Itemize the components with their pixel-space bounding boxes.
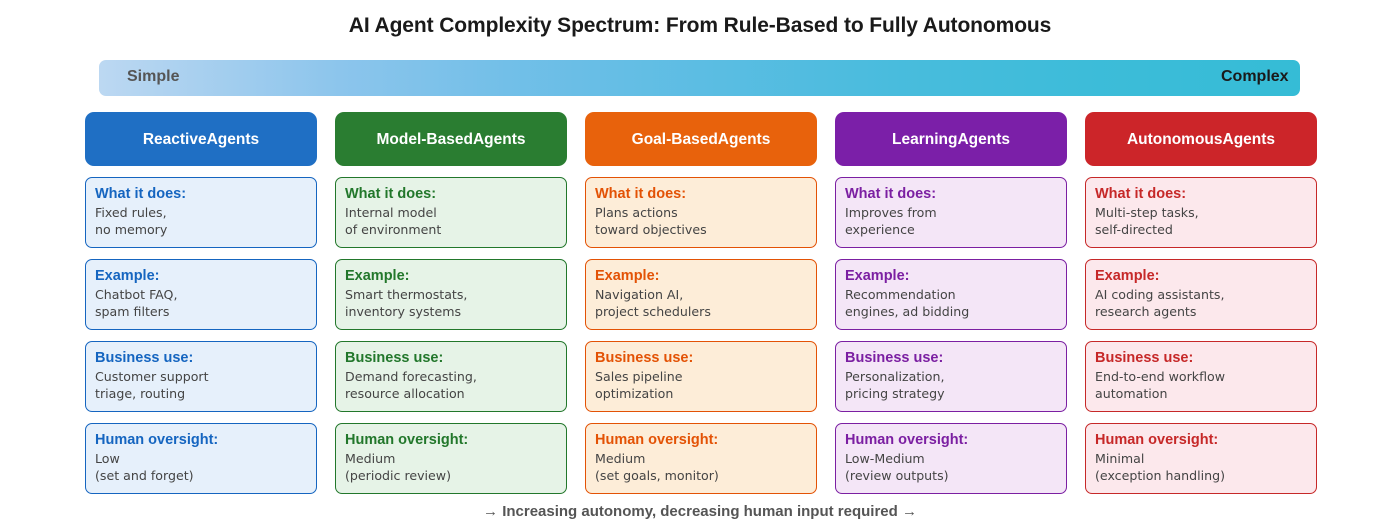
info-cell-label: Human oversight: [95,432,219,448]
info-cell-label: Business use: [595,350,694,366]
column-header-line1: Autonomous [1126,130,1223,148]
info-cell-body: Plans actions toward objectives [595,205,707,237]
info-cell-body: Medium (set goals, monitor) [595,451,719,483]
info-cell-label: What it does: [345,186,437,202]
footer-caption: → Increasing autonomy, decreasing human … [0,503,1400,520]
info-cell-label: Business use: [345,350,444,366]
info-cell: Human oversight: Low (set and forget) [85,423,317,494]
info-cell-label: Business use: [95,350,194,366]
info-cell-label: Business use: [1095,350,1194,366]
info-cell: Human oversight: Low-Medium (review outpu… [835,423,1067,494]
info-cell-body: Minimal (exception handling) [1095,451,1226,483]
info-cell-body: Improves from experience [845,205,937,237]
info-cell: What it does: Plans actions toward object… [585,177,817,248]
info-cell: Business use: Sales pipeline optimization [585,341,817,412]
info-cell-label: Example: [845,268,910,284]
info-cell-label: Human oversight: [345,432,469,448]
info-cell-label: Example: [345,268,410,284]
info-cell: Business use: End-to-end workflow automat… [1085,341,1317,412]
info-cell-label: What it does: [595,186,687,202]
info-cell-body: Fixed rules, no memory [95,205,168,237]
info-cell-body: Smart thermostats, inventory systems [345,287,468,319]
info-cell-body: Navigation AI, project schedulers [595,287,711,319]
info-cell: Example: Smart thermostats, inventory sys… [335,259,567,330]
info-cell-body: Demand forecasting, resource allocation [345,369,477,401]
info-cell-label: Example: [1095,268,1160,284]
info-cell-body: Personalization, pricing strategy [845,369,945,401]
info-cell-label: Business use: [845,350,944,366]
info-cell: Example: Navigation AI, project scheduler… [585,259,817,330]
info-cell-body: Internal model of environment [345,205,442,237]
info-cell: Example: Chatbot FAQ, spam filters [85,259,317,330]
column-header-line1: Reactive [142,130,207,148]
info-cell: Business use: Customer support triage, ro… [85,341,317,412]
info-cell: Human oversight: Medium (set goals, monit… [585,423,817,494]
info-cell-label: What it does: [95,186,187,202]
info-cell: Human oversight: Medium (periodic review) [335,423,567,494]
info-cell: Example: Recommendation engines, ad biddi… [835,259,1067,330]
info-cell: What it does: Internal model of environme… [335,177,567,248]
column-header-line1: Learning [892,130,958,148]
page-title: AI Agent Complexity Spectrum: From Rule-… [348,14,1052,37]
info-cell-label: Human oversight: [845,432,969,448]
info-cell: Human oversight: Minimal (exception handl… [1085,423,1317,494]
column-header-line2: Agents [1222,130,1276,148]
spectrum-label-complex: Complex [1221,68,1289,85]
info-cell-body: Sales pipeline optimization [595,369,683,401]
info-cell: Business use: Personalization, pricing st… [835,341,1067,412]
info-cell-label: Example: [95,268,160,284]
info-cell-body: Multi-step tasks, self-directed [1095,205,1199,237]
info-cell: Business use: Demand forecasting, resourc… [335,341,567,412]
info-cell-label: Example: [595,268,660,284]
info-cell-label: What it does: [845,186,937,202]
info-cell-label: Human oversight: [595,432,719,448]
column-header-line2: Agents [206,130,260,148]
info-cell: What it does: Multi-step tasks, self-dire… [1085,177,1317,248]
complexity-spectrum-bar: Simple Complex [99,60,1300,96]
spectrum-label-simple: Simple [127,68,180,85]
arrow-left-icon: → [483,503,499,520]
arrow-right-icon: → [901,503,917,520]
column-header-line2: Agents [717,130,771,148]
column-header-line1: Goal-Based [631,130,718,148]
column-header-line2: Agents [957,130,1010,148]
info-cell-body: Chatbot FAQ, spam filters [95,287,178,319]
spectrum-gradient [99,60,1300,96]
column-header-line2: Agents [472,130,526,148]
info-cell-label: What it does: [1095,186,1187,202]
info-cell-body: End-to-end workflow automation [1095,369,1226,401]
footer-caption-text: Increasing autonomy, decreasing human in… [502,503,898,520]
info-cell: Example: AI coding assistants, research a… [1085,259,1317,330]
info-cell-body: Low (set and forget) [95,451,194,483]
info-cell: What it does: Fixed rules, no memory [85,177,317,248]
info-cell-body: Recommendation engines, ad bidding [845,287,970,319]
info-cell-body: Medium (periodic review) [345,451,452,483]
column-header-line1: Model-Based [376,130,473,148]
info-cell: What it does: Improves from experience [835,177,1067,248]
info-cell-body: Customer support triage, routing [95,369,209,401]
info-cell-label: Human oversight: [1095,432,1219,448]
info-cell-body: AI coding assistants, research agents [1095,287,1225,319]
info-cell-body: Low-Medium (review outputs) [845,451,949,483]
